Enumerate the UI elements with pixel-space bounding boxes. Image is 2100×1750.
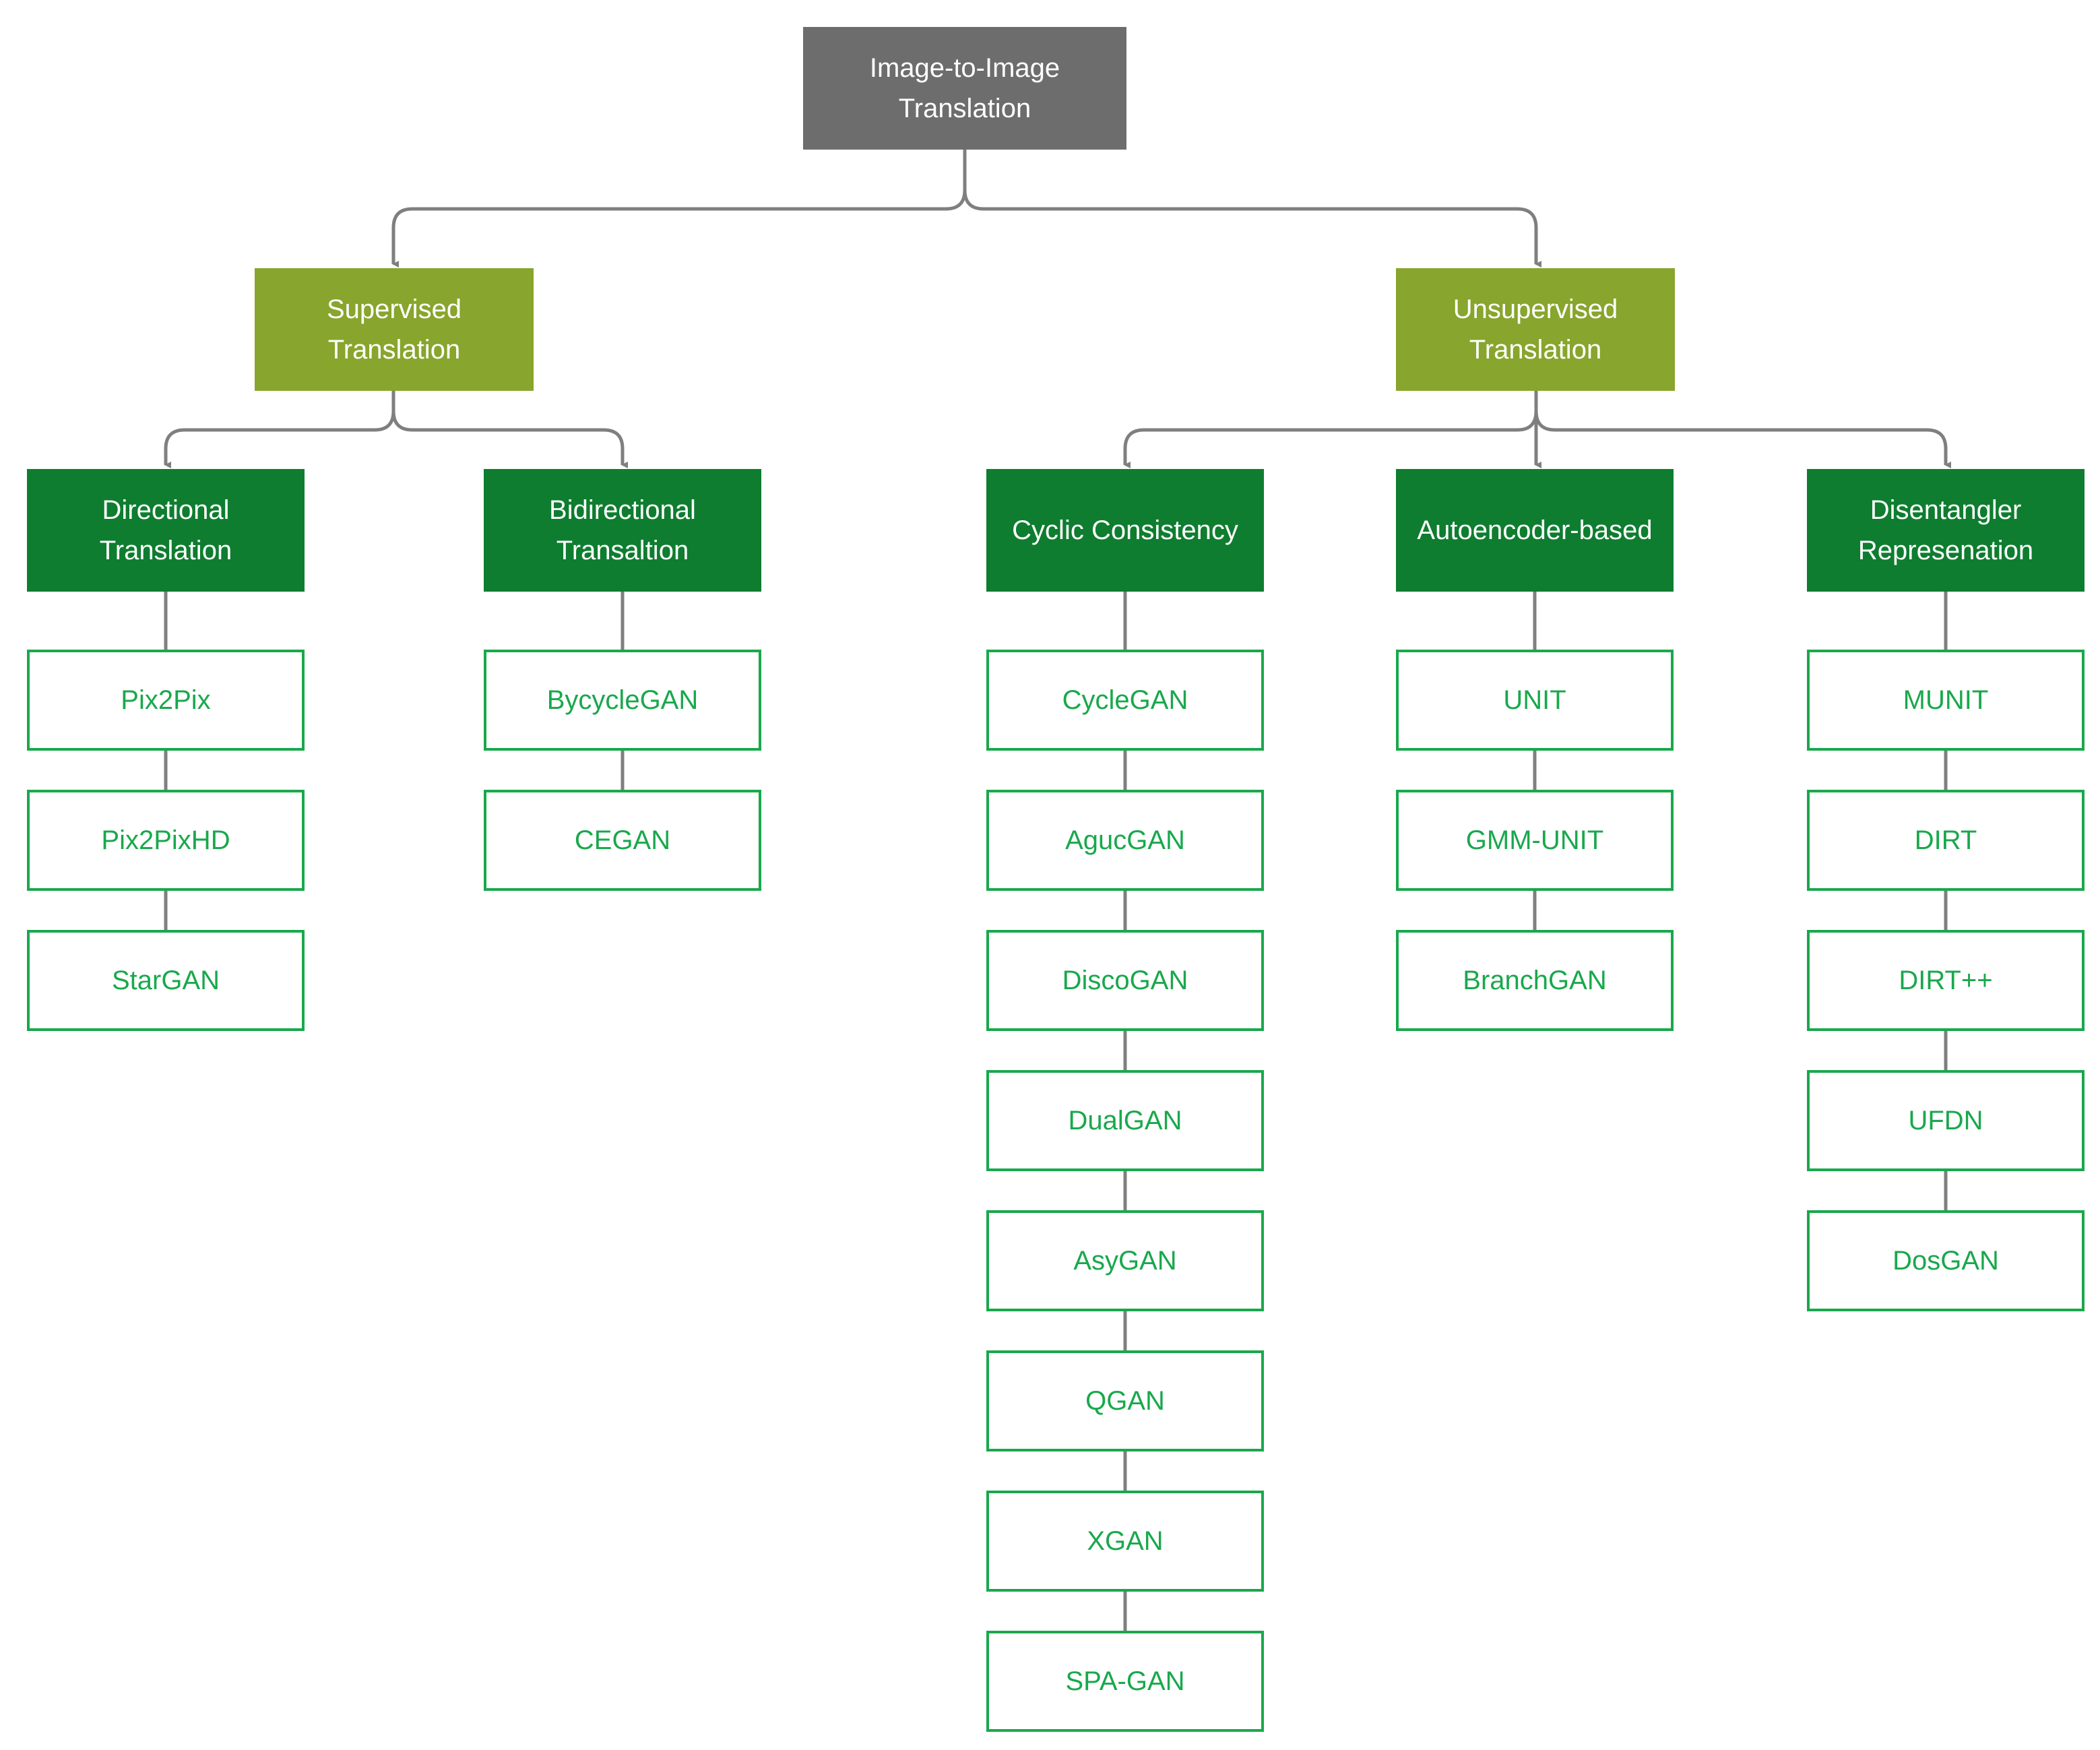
method-discogan: DiscoGAN: [986, 930, 1264, 1031]
method-qgan: QGAN: [986, 1350, 1264, 1451]
connector-unsupervised-cyclic: [1123, 410, 1538, 468]
method-label: AgucGAN: [1065, 825, 1185, 855]
method-label: StarGAN: [111, 966, 220, 995]
method-dirt-plus-plus: DIRT++: [1807, 930, 2085, 1031]
directional-label: Directional Translation: [99, 495, 232, 565]
method-label: Pix2PixHD: [101, 825, 230, 855]
method-dosgan: DosGAN: [1807, 1210, 2085, 1311]
method-label: AsyGAN: [1073, 1246, 1177, 1276]
method-label: DosGAN: [1892, 1246, 1999, 1276]
method-dualgan: DualGAN: [986, 1070, 1264, 1171]
method-label: BycycleGAN: [546, 685, 699, 715]
method-ufdn: UFDN: [1807, 1070, 2085, 1171]
supervised-label: Supervised Translation: [326, 294, 462, 365]
method-stargan: StarGAN: [27, 930, 305, 1031]
method-xgan: XGAN: [986, 1491, 1264, 1592]
disentangler-label: Disentangler Represenation: [1857, 495, 2034, 565]
connector-root-supervised: [391, 189, 967, 268]
method-label: UFDN: [1908, 1106, 1983, 1135]
method-unit: UNIT: [1396, 650, 1674, 751]
bidirectional-label: Bidirectional Transaltion: [549, 495, 696, 565]
method-label: Pix2Pix: [121, 685, 211, 715]
method-label: BranchGAN: [1463, 966, 1607, 995]
method-label: DIRT: [1914, 825, 1977, 855]
connector-supervised-bidirectional: [391, 410, 628, 468]
method-branchgan: BranchGAN: [1396, 930, 1674, 1031]
method-label: GMM-UNIT: [1465, 825, 1604, 855]
cyclic-node: Cyclic Consistency: [986, 469, 1264, 592]
method-munit: MUNIT: [1807, 650, 2085, 751]
bidirectional-node: Bidirectional Transaltion: [484, 469, 761, 592]
method-cegan: CEGAN: [484, 790, 761, 891]
unsupervised-node: Unsupervised Translation: [1396, 268, 1675, 391]
method-label: QGAN: [1085, 1386, 1165, 1416]
directional-node: Directional Translation: [27, 469, 305, 592]
method-agucgan: AgucGAN: [986, 790, 1264, 891]
method-asygan: AsyGAN: [986, 1210, 1264, 1311]
method-pix2pixhd: Pix2PixHD: [27, 790, 305, 891]
method-pix2pix: Pix2Pix: [27, 650, 305, 751]
method-dirt: DIRT: [1807, 790, 2085, 891]
method-label: DualGAN: [1068, 1106, 1182, 1135]
method-label: CEGAN: [574, 825, 671, 855]
connector-unsupervised-disentangler: [1534, 410, 1951, 468]
cyclic-label: Cyclic Consistency: [1012, 515, 1238, 545]
autoencoder-node: Autoencoder-based: [1396, 469, 1674, 592]
connector-root-unsupervised: [963, 189, 1541, 268]
supervised-node: Supervised Translation: [255, 268, 534, 391]
method-cyclegan: CycleGAN: [986, 650, 1264, 751]
root-node: Image-to-Image Translation: [803, 27, 1126, 150]
method-bycyclegan: BycycleGAN: [484, 650, 761, 751]
method-label: XGAN: [1087, 1526, 1164, 1556]
autoencoder-label: Autoencoder-based: [1417, 515, 1653, 545]
method-label: UNIT: [1503, 685, 1566, 715]
unsupervised-label: Unsupervised Translation: [1453, 294, 1618, 365]
method-label: DIRT++: [1899, 966, 1993, 995]
method-label: DiscoGAN: [1062, 966, 1188, 995]
method-label: MUNIT: [1903, 685, 1989, 715]
connector-supervised-directional: [164, 410, 395, 468]
method-gmm-unit: GMM-UNIT: [1396, 790, 1674, 891]
method-label: SPA-GAN: [1065, 1666, 1185, 1696]
method-spa-gan: SPA-GAN: [986, 1631, 1264, 1732]
disentangler-node: Disentangler Represenation: [1807, 469, 2085, 592]
root-label: Image-to-Image Translation: [869, 53, 1060, 123]
method-label: CycleGAN: [1062, 685, 1188, 715]
